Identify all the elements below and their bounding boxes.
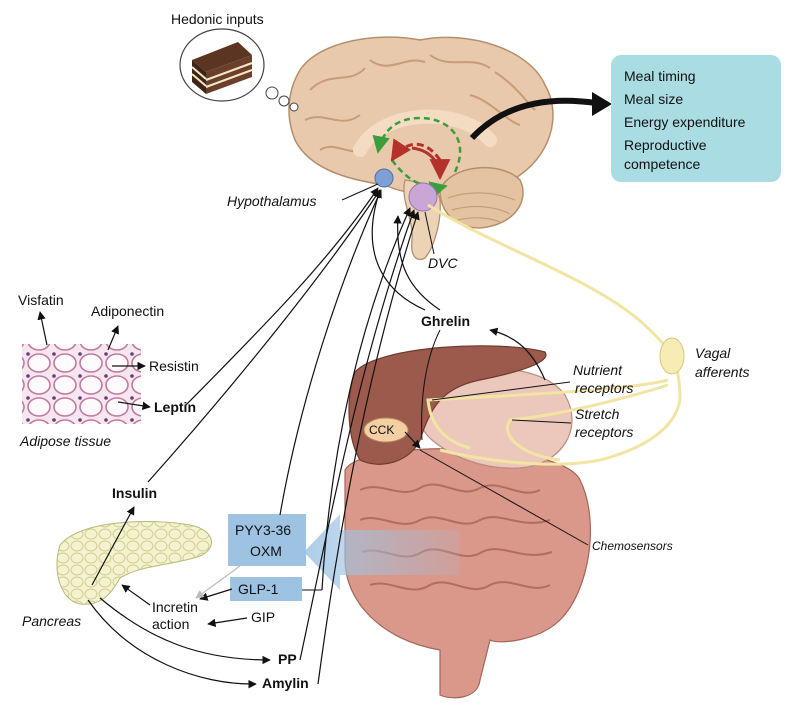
adiponectin-label: Adiponectin <box>91 303 164 319</box>
cck-arrow <box>404 431 421 449</box>
nutrient-receptors-label-2: receptors <box>575 380 633 396</box>
pancreas-image <box>56 521 212 605</box>
cck-label: CCK <box>369 423 394 437</box>
pyy-to-hypothalamus-arrow <box>279 189 382 516</box>
incretin-label-2: action <box>152 616 189 632</box>
dvc-label: DVC <box>428 255 458 271</box>
incretin-to-pancreas-arrow <box>121 584 151 606</box>
hypothalamus-node <box>374 168 394 188</box>
vagal-afferent-nerves <box>426 203 682 466</box>
gut-to-hormones-arrow <box>304 514 460 590</box>
adiponectin-arrow <box>107 325 119 351</box>
vagal-ganglion <box>659 337 685 375</box>
dvc-node <box>408 182 438 212</box>
leptin-to-hypothalamus-arrow <box>184 187 379 407</box>
chemosensors-label: Chemosensors <box>592 539 673 553</box>
outcome-competence: competence <box>624 156 700 172</box>
ghrelin-to-hypothalamus-arrow <box>371 189 426 311</box>
pyy-oxm-box <box>228 514 306 566</box>
adipose-tissue-image <box>22 344 141 424</box>
brain-output-arrow <box>469 97 597 141</box>
brain-output-arrowhead <box>592 92 612 116</box>
ghrelin-to-dvc-arrow <box>393 215 441 311</box>
outcome-energy-expenditure: Energy expenditure <box>624 114 746 130</box>
chemosensors-leader <box>419 449 589 546</box>
ghrelin-vagal-line <box>421 329 441 441</box>
pancreas-to-insulin-arrow <box>91 506 135 586</box>
cck-cells <box>363 417 409 443</box>
vagal-afferents-label-1: Vagal <box>695 345 731 361</box>
pancreas-to-pp-arrow <box>99 597 271 665</box>
pp-label: PP <box>278 651 297 667</box>
hedonic-loop-green-top <box>372 116 462 173</box>
glp1-box <box>230 577 302 601</box>
stretch-receptors-leader <box>511 419 572 424</box>
stretch-receptors-label-2: receptors <box>575 424 633 440</box>
pyy-to-incretin-arrow <box>195 565 241 599</box>
hypothalamus-label: Hypothalamus <box>227 193 317 209</box>
pancreas-to-amylin-arrow <box>87 599 257 689</box>
gip-to-incretin-arrow <box>207 617 248 628</box>
hedonic-loop-red-left <box>390 138 442 162</box>
adipose-tissue-label: Adipose tissue <box>19 433 111 449</box>
amylin-label: Amylin <box>262 675 309 691</box>
hedonic-inputs-label: Hedonic inputs <box>171 11 264 27</box>
pancreas-label: Pancreas <box>22 613 81 629</box>
insulin-label: Insulin <box>112 485 157 501</box>
vagal-afferents-label-2: afferents <box>695 364 749 380</box>
gip-label: GIP <box>251 609 275 625</box>
insulin-to-hypothalamus-arrow <box>147 189 381 483</box>
nutrient-receptors-label-1: Nutrient <box>573 362 623 378</box>
outcome-meal-timing: Meal timing <box>624 68 696 84</box>
hypothalamus-leader <box>341 183 379 201</box>
dvc-leader <box>424 211 435 255</box>
stomach-to-ghrelin-arrow <box>489 327 546 381</box>
hedonic-loop-red-right <box>411 146 451 181</box>
incretin-label-1: Incretin <box>152 599 198 615</box>
leptin-arrow <box>117 401 151 410</box>
glp1-label: GLP-1 <box>238 581 279 597</box>
leptin-label: Leptin <box>154 399 196 415</box>
ghrelin-label: Ghrelin <box>421 313 470 329</box>
oxm-label: OXM <box>250 543 282 559</box>
resistin-label: Resistin <box>149 358 199 374</box>
outcomes-box <box>611 55 781 182</box>
pp-to-dvc-arrow <box>299 209 416 661</box>
cake-icon <box>179 28 299 112</box>
outcome-reproductive: Reproductive <box>624 137 707 153</box>
nutrient-receptors-leader <box>431 381 571 401</box>
amylin-to-dvc-arrow <box>317 211 420 685</box>
pyy-label: PYY3-36 <box>235 522 291 538</box>
brain <box>288 36 554 261</box>
visfatin-arrow <box>37 311 48 346</box>
outcome-meal-size: Meal size <box>624 91 683 107</box>
stretch-receptors-label-1: Stretch <box>575 406 620 422</box>
glp1-to-incretin-arrow <box>199 588 233 601</box>
visfatin-label: Visfatin <box>18 292 64 308</box>
